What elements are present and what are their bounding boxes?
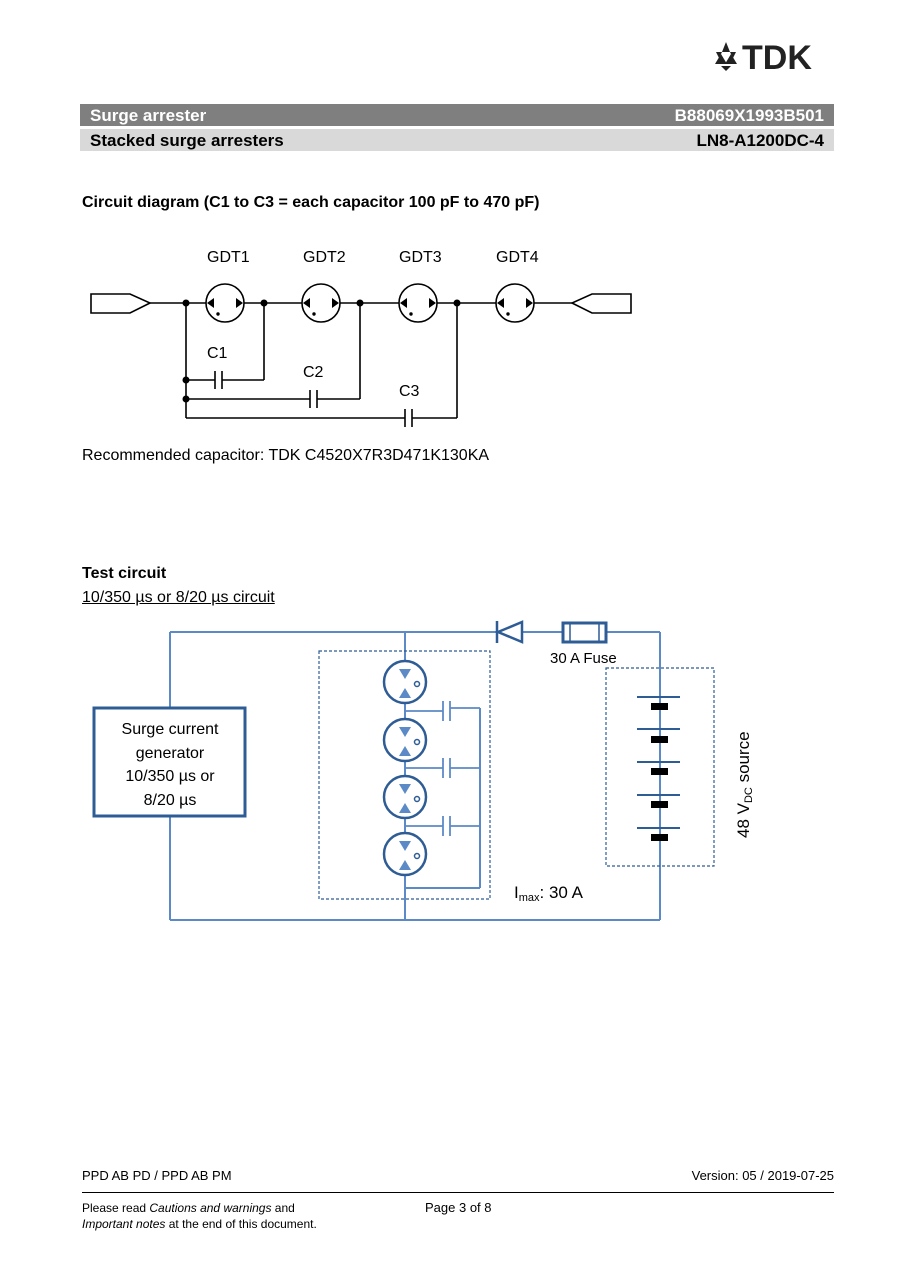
right-terminal xyxy=(570,293,632,314)
gdt2-label: GDT2 xyxy=(303,249,346,266)
generator-line-4: 8/20 µs xyxy=(144,792,197,809)
test-gdt3-symbol xyxy=(382,774,428,820)
generator-line-1: Surge current xyxy=(122,721,219,738)
subheader-bar: Stacked surge arresters LN8-A1200DC-4 xyxy=(80,129,834,151)
fuse-label: 30 A Fuse xyxy=(550,650,617,667)
page-number: Page 3 of 8 xyxy=(425,1200,492,1215)
test-circuit-title: Test circuit xyxy=(82,565,167,582)
battery-icon xyxy=(637,696,680,841)
gdt4-label: GDT4 xyxy=(496,249,539,266)
footer-department: PPD AB PD / PPD AB PM xyxy=(82,1168,232,1183)
footer-divider xyxy=(82,1192,834,1193)
type-code: LN8-A1200DC-4 xyxy=(696,130,824,150)
test-gdt4-symbol xyxy=(382,831,428,877)
diode-icon xyxy=(494,620,524,644)
gdt3-label: GDT3 xyxy=(399,249,442,266)
test-gdt2-symbol xyxy=(382,717,428,763)
footer-version: Version: 05 / 2019-07-25 xyxy=(691,1168,834,1183)
tdk-logo: TDK xyxy=(715,40,812,72)
dc-source-label: 48 VDC source xyxy=(734,731,755,838)
generator-line-3: 10/350 µs or xyxy=(125,768,215,785)
gdt1-label: GDT1 xyxy=(207,249,250,266)
header-bar: Surge arrester B88069X1993B501 xyxy=(80,104,834,126)
gdt3-symbol xyxy=(398,283,438,323)
footer-note: Please read Cautions and warnings and Im… xyxy=(82,1201,317,1231)
c1-label: C1 xyxy=(207,345,228,362)
c2-label: C2 xyxy=(303,364,324,381)
imax-label: Imax: 30 A xyxy=(514,883,584,904)
product-type: Surge arrester xyxy=(90,105,207,125)
gdt4-symbol xyxy=(495,283,535,323)
left-terminal xyxy=(90,293,152,314)
ordering-code: B88069X1993B501 xyxy=(674,105,824,125)
dc-source-box xyxy=(605,667,715,867)
generator-line-2: generator xyxy=(136,745,205,762)
gdt1-symbol xyxy=(205,283,245,323)
gdt-stack-box xyxy=(318,650,491,900)
test-gdt1-symbol xyxy=(382,659,428,705)
circuit-diagram: GDT1 GDT2 GDT3 GDT4 C1 C2 C3 xyxy=(90,249,632,427)
test-circuit-diagram: Surge current generator 10/350 µs or 8/2… xyxy=(92,620,755,921)
gdt2-symbol xyxy=(301,283,341,323)
product-name: Stacked surge arresters xyxy=(90,130,284,150)
circuit-diagram-title: Circuit diagram (C1 to C3 = each capacit… xyxy=(82,194,540,211)
fuse-icon xyxy=(561,621,608,644)
tdk-logo-mark-icon xyxy=(715,42,737,71)
recommended-capacitor-text: Recommended capacitor: TDK C4520X7R3D471… xyxy=(82,447,490,464)
tdk-logo-text: TDK xyxy=(742,40,812,72)
surge-generator-box xyxy=(92,706,247,818)
test-circuit-subtitle: 10/350 µs or 8/20 µs circuit xyxy=(82,589,275,606)
c3-label: C3 xyxy=(399,383,420,400)
